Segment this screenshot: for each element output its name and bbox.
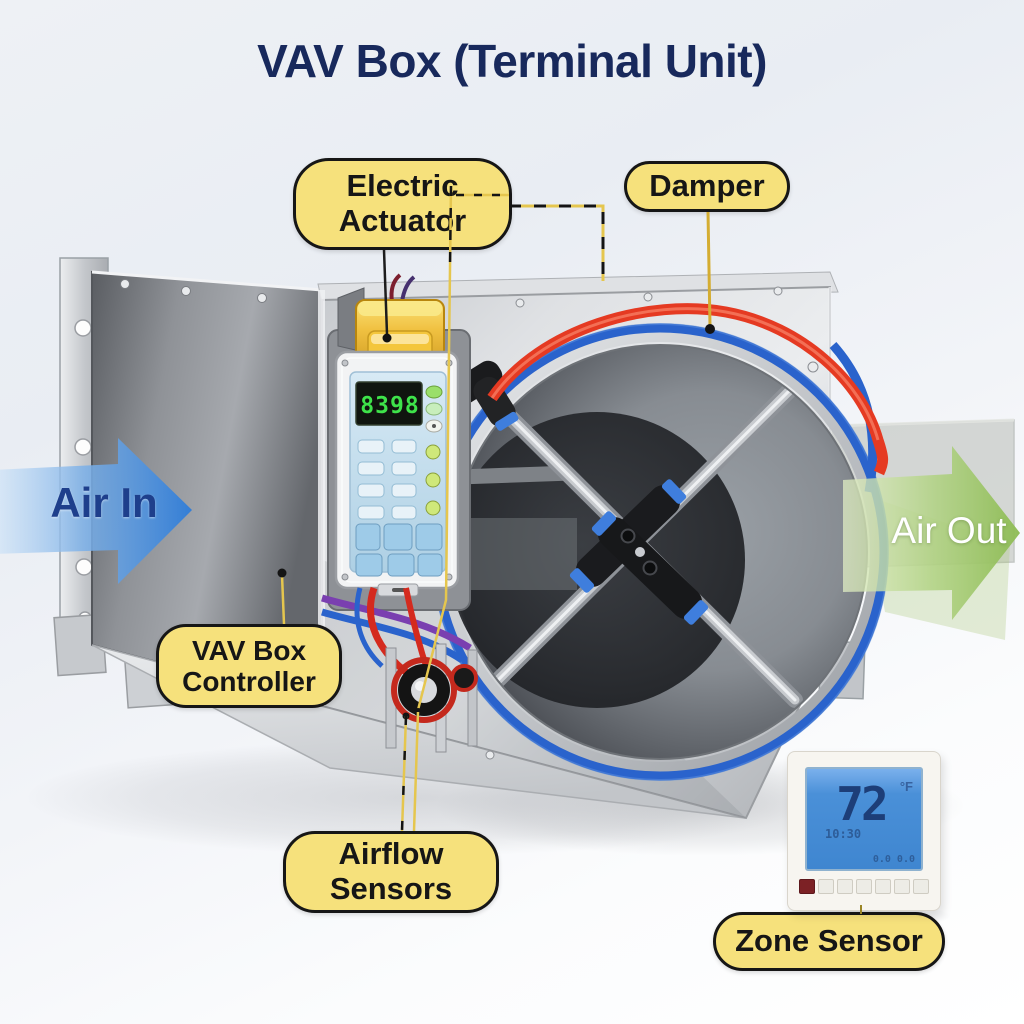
pneumatic-tubes: [487, 303, 889, 493]
thermostat-button: [875, 879, 891, 894]
controller-display-value: 8398: [360, 393, 419, 419]
air-out-label: Air Out: [891, 510, 1007, 551]
callout-airflow-sensors: Airflow Sensors: [283, 831, 499, 913]
thermostat-power-button: [799, 879, 815, 894]
thermostat-button: [894, 879, 910, 894]
air-in-label: Air In: [50, 479, 158, 526]
thermostat-button: [856, 879, 872, 894]
controller-display: 8398: [355, 381, 423, 426]
front-screws: [485, 286, 819, 760]
controller-keypad: [357, 439, 417, 520]
thermostat-time: 10:30: [825, 827, 862, 841]
side-panel: [91, 270, 323, 707]
damper-hub: [569, 479, 709, 625]
thermostat-aux-readout: 0.0 0.0: [872, 854, 915, 865]
callout-vav-box-controller: VAV Box Controller: [156, 624, 342, 708]
thermostat-device: 72 °F 10:30 0.0 0.0: [787, 751, 941, 911]
page-title: VAV Box (Terminal Unit): [257, 35, 767, 87]
thermostat-temperature: 72: [836, 777, 888, 831]
controller-device: 8398: [334, 350, 460, 597]
thermostat-buttons: [799, 879, 929, 894]
callout-damper: Damper: [624, 161, 790, 212]
thermostat-unit: °F: [899, 779, 913, 794]
callout-electric-actuator: Electric Actuator: [293, 158, 512, 250]
air-out-arrow: [843, 446, 1020, 620]
air-in-arrow: [0, 438, 192, 584]
thermostat-button: [818, 879, 834, 894]
thermostat-button: [837, 879, 853, 894]
callout-zone-sensor: Zone Sensor: [713, 912, 945, 971]
thermostat-display: 72 °F 10:30 0.0 0.0: [805, 767, 923, 871]
thermostat-button: [913, 879, 929, 894]
